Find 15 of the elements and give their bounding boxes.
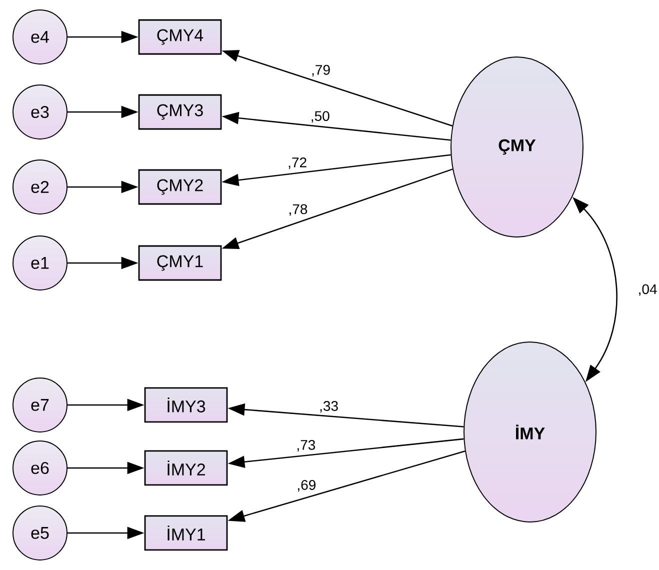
indicator-box: ÇMY4 bbox=[138, 19, 222, 55]
indicator-box: ÇMY2 bbox=[138, 169, 222, 205]
edge-label: ,79 bbox=[310, 63, 332, 78]
indicator-box: ÇMY1 bbox=[138, 245, 222, 281]
edge-label: ,50 bbox=[308, 110, 332, 124]
edge-label: ,33 bbox=[318, 400, 340, 414]
edge-label: ,04 bbox=[636, 282, 659, 298]
indicator-box: ÇMY3 bbox=[138, 94, 222, 130]
indicator-box: İMY3 bbox=[144, 387, 228, 423]
indicator-box: İMY1 bbox=[144, 515, 228, 551]
edge-label: ,73 bbox=[294, 438, 318, 454]
edge-label: ,78 bbox=[286, 202, 310, 218]
edge-label: ,72 bbox=[286, 156, 309, 171]
indicator-box: İMY2 bbox=[144, 450, 228, 486]
edge-label: ,69 bbox=[295, 478, 318, 494]
